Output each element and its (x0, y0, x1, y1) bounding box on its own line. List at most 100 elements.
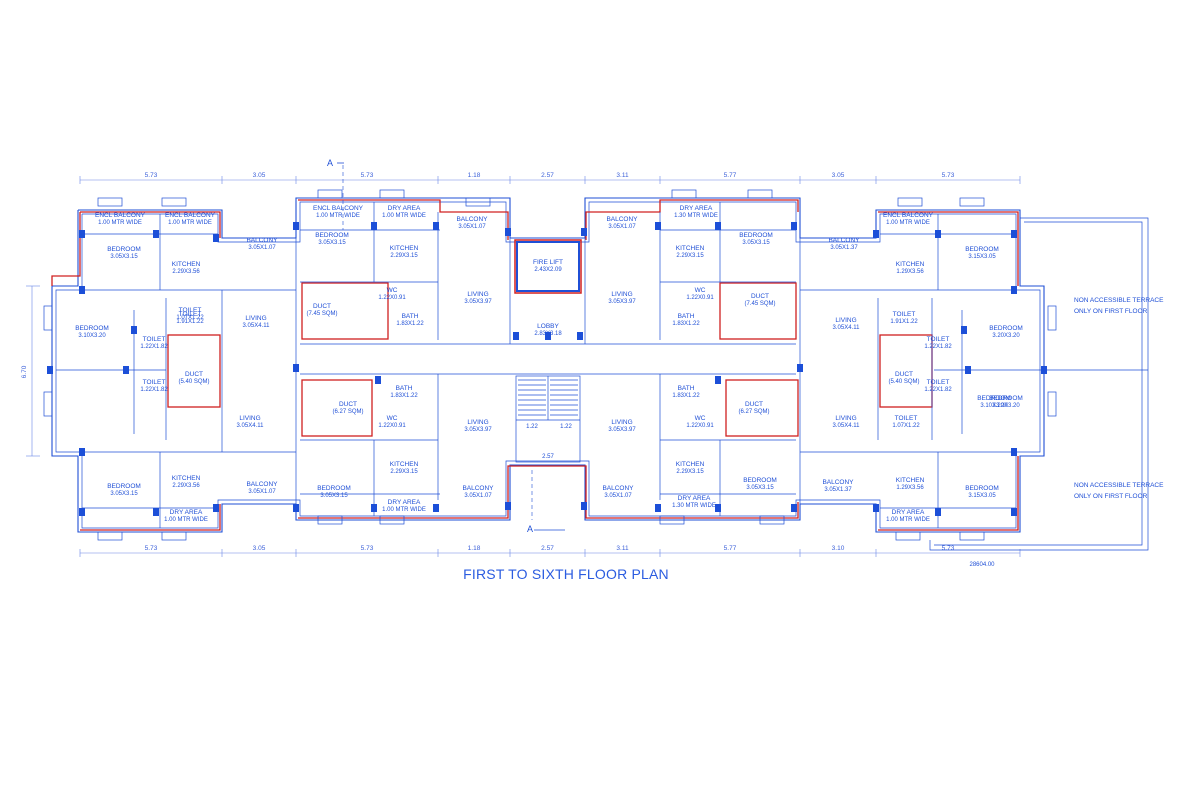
bottom-dimension-label: 1.18 (468, 545, 481, 552)
room-label: WC1.22X0.91 (686, 415, 714, 429)
room-size: 2.29X3.15 (676, 253, 704, 259)
room-name: FIRE LIFT (533, 259, 563, 266)
column (581, 502, 587, 510)
window (161, 531, 187, 541)
window (659, 515, 685, 525)
window (1047, 391, 1057, 417)
column (371, 222, 377, 230)
room-label: WC1.22X0.91 (686, 287, 714, 301)
room-name: ENCL BALCONY (95, 212, 146, 219)
column (47, 366, 53, 374)
bottom-dimension-label: 2.57 (541, 545, 554, 552)
room-name: LIVING (239, 415, 260, 422)
column (513, 332, 519, 340)
room-name: ENCL BALCONY (165, 212, 216, 219)
window (895, 531, 921, 541)
room-size: 1.83X1.22 (672, 321, 700, 327)
room-label: DUCT(7.45 SQM) (744, 293, 775, 307)
room-size: 3.05X3.15 (746, 485, 774, 491)
window (97, 531, 123, 541)
window (97, 197, 123, 207)
column (433, 222, 439, 230)
room-size: 1.07X1.22 (892, 423, 920, 429)
room-size: 1.91X1.22 (890, 319, 918, 325)
window (759, 515, 785, 525)
room-size: 3.05X3.15 (320, 493, 348, 499)
room-name: TOILET (927, 379, 950, 386)
room-name: LIVING (835, 415, 856, 422)
room-size: 3.05X3.15 (110, 491, 138, 497)
room-name: DRY AREA (388, 499, 421, 506)
room-size: 3.05X1.37 (830, 245, 858, 251)
room-size: 3.05X3.15 (318, 240, 346, 246)
room-size: 1.29X3.56 (896, 269, 924, 275)
room-size: 1.07X1.22 (176, 315, 204, 321)
top-dimension-label: 3.11 (616, 172, 629, 179)
room-size: 2.29X3.56 (172, 269, 200, 275)
room-name: BEDROOM (989, 325, 1023, 332)
room-size: 1.22X0.91 (686, 295, 714, 301)
column (293, 222, 299, 230)
terrace-note-bottom: NON ACCESSIBLE TERRACE ONLY ON FIRST FLO… (1074, 482, 1164, 500)
column (1011, 230, 1017, 238)
top-dimension-label: 3.05 (253, 172, 266, 179)
column (791, 504, 797, 512)
room-label: DUCT(5.40 SQM) (178, 371, 209, 385)
column (545, 332, 551, 340)
room-size: 3.15X3.05 (968, 254, 996, 260)
room-name: DUCT (313, 303, 331, 310)
room-name: BEDROOM (989, 395, 1023, 402)
room-size: 3.05X3.97 (464, 427, 492, 433)
room-size: 3.05X1.07 (248, 245, 276, 251)
top-dimension-label: 3.05 (832, 172, 845, 179)
room-name: LIVING (467, 419, 488, 426)
room-size: 1.22X1.82 (140, 344, 168, 350)
room-size: 1.29X3.56 (896, 485, 924, 491)
room-size: 3.05X1.07 (458, 224, 486, 230)
room-name: TOILET (927, 336, 950, 343)
window (43, 305, 53, 331)
room-size: 3.05X1.07 (604, 493, 632, 499)
room-name: TOILET (179, 311, 202, 318)
bottom-dimension-label: 5.77 (724, 545, 737, 552)
svg-text:2.57: 2.57 (542, 454, 554, 460)
column (371, 504, 377, 512)
room-name: WC (387, 415, 398, 422)
column (79, 448, 85, 456)
column (715, 376, 721, 384)
room-label: WC1.22X0.91 (378, 415, 406, 429)
column (1041, 366, 1047, 374)
section-marker-bottom: A (527, 470, 565, 534)
room-name: BALCONY (828, 237, 860, 244)
terrace-note-top: NON ACCESSIBLE TERRACE ONLY ON FIRST FLO… (1074, 297, 1164, 315)
room-size: 1.22X1.82 (924, 344, 952, 350)
svg-text:ONLY ON FIRST FLOOR: ONLY ON FIRST FLOOR (1074, 493, 1148, 500)
room-size: 2.43X2.09 (534, 267, 562, 273)
total-dimension: 28604.00 (969, 562, 995, 568)
svg-text:A: A (327, 158, 333, 168)
room-name: TOILET (895, 415, 918, 422)
svg-text:NON ACCESSIBLE TERRACE: NON ACCESSIBLE TERRACE (1074, 297, 1164, 304)
room-name: TOILET (143, 336, 166, 343)
room-name: KITCHEN (172, 475, 201, 482)
column (873, 504, 879, 512)
column (79, 508, 85, 516)
